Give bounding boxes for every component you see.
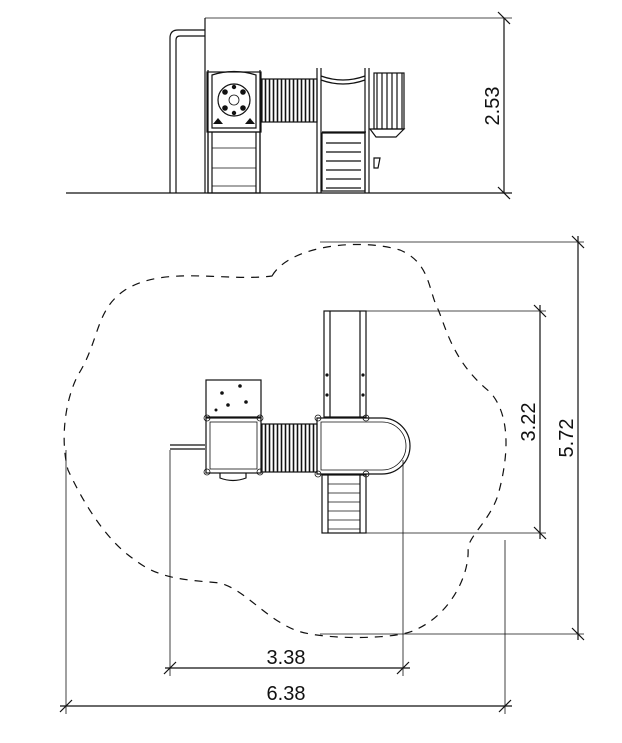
plan-tunnel bbox=[261, 423, 318, 473]
safety-zone-depth-dimension: 5.72 bbox=[320, 235, 585, 641]
height-dimension: 2.53 bbox=[205, 11, 512, 200]
equipment-width-dimension: 3.38 bbox=[163, 450, 410, 676]
steering-wheel-icon bbox=[217, 83, 251, 117]
plan-slide bbox=[323, 310, 367, 418]
safety-zone-outline bbox=[63, 243, 507, 639]
equipment-depth-label: 3.22 bbox=[518, 403, 540, 442]
equipment-depth-dimension: 3.22 bbox=[366, 304, 547, 540]
plan-view: 3.38 6.38 3.22 5.72 bbox=[59, 235, 585, 714]
plan-tower-deck bbox=[203, 414, 264, 482]
height-label: 2.53 bbox=[482, 87, 504, 126]
elevation-deck-ladder bbox=[316, 68, 370, 193]
plan-main-deck bbox=[314, 414, 411, 478]
tower-base bbox=[207, 131, 261, 194]
plan-ladder bbox=[321, 474, 367, 534]
elevation-view: 2.53 bbox=[66, 11, 512, 200]
safety-zone-width-dimension: 6.38 bbox=[59, 450, 512, 714]
elevation-back-rail bbox=[169, 29, 205, 193]
elevation-roof bbox=[368, 72, 406, 169]
plan-climbing-panel bbox=[205, 379, 262, 418]
equipment-width-label: 3.38 bbox=[267, 647, 306, 669]
tower-panel bbox=[206, 70, 262, 133]
safety-zone-depth-label: 5.72 bbox=[556, 419, 578, 458]
safety-zone-width-label: 6.38 bbox=[267, 683, 306, 705]
elevation-tunnel bbox=[261, 78, 318, 123]
plan-entry-rail bbox=[170, 444, 205, 450]
